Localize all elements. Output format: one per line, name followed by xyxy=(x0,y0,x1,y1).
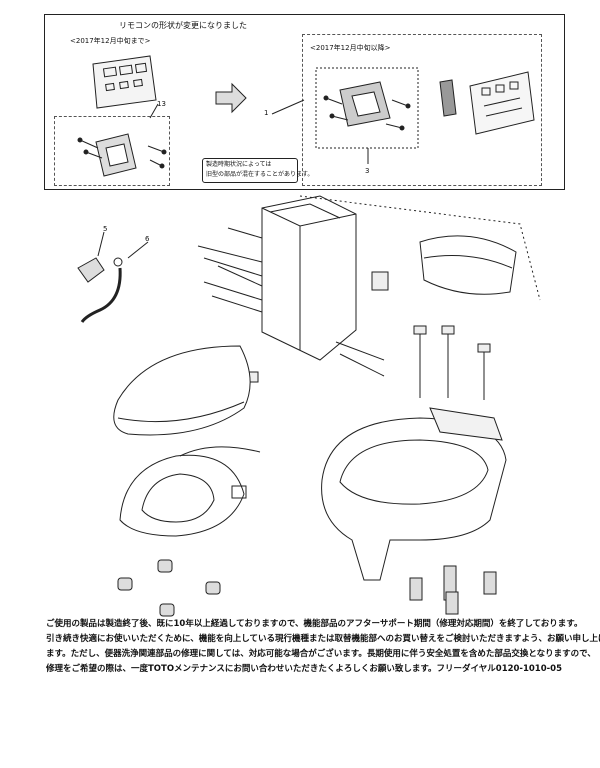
toilet-bowl-icon xyxy=(321,407,507,581)
tank-icon xyxy=(261,195,389,361)
note-line-3: ます。ただし、便器洗浄関連部品の修理に関しては、対応可能な場合がございます。長期… xyxy=(46,649,596,659)
old-bracket-frame xyxy=(54,116,170,186)
remark-box xyxy=(202,158,298,183)
remote-change-box xyxy=(44,14,565,190)
callout-13: 13 xyxy=(157,100,166,108)
note-line-2: 引き続き快適にお使いいただくために、機能を向上している現行機種または取替機能部へ… xyxy=(46,634,600,644)
callout-5: 5 xyxy=(103,225,108,233)
callout-1: 1 xyxy=(264,109,269,117)
seat-ring-icon xyxy=(119,446,261,537)
bowl-bolts-icon xyxy=(413,325,491,400)
callout-6: 6 xyxy=(145,235,150,243)
right-arrow-icon xyxy=(215,82,247,114)
supply-valve-icon xyxy=(77,231,149,323)
tank-lid-icon xyxy=(419,235,517,295)
old-remote-icon xyxy=(92,55,157,109)
seat-cover-icon xyxy=(113,345,251,436)
remote-change-title: リモコンの形状が変更になりました xyxy=(119,21,247,30)
callout-3: 3 xyxy=(365,167,370,175)
remark-line-2: 旧型の部品が混在することがあります。 xyxy=(206,171,314,178)
old-remote-label: <2017年12月中旬まで> xyxy=(70,37,151,45)
remark-line-1: 製造時期状況によっては xyxy=(206,161,272,168)
seat-feet-icon xyxy=(117,559,221,617)
new-remote-icon xyxy=(439,71,535,135)
note-line-1: ご使用の製品は製造終了後、既に10年以上経過しておりますので、機能部品のアフター… xyxy=(46,619,583,629)
new-remote-label: <2017年12月中旬以降> xyxy=(310,44,391,52)
old-bracket-icon xyxy=(77,133,167,177)
new-bracket-icon xyxy=(323,81,411,131)
new-remote-frame xyxy=(302,34,542,186)
floor-anchor-icon xyxy=(409,565,497,615)
note-line-4: 修理をご希望の際は、一度TOTOメンテナンスにお問い合わせいただきたくよろしくお… xyxy=(46,664,562,674)
